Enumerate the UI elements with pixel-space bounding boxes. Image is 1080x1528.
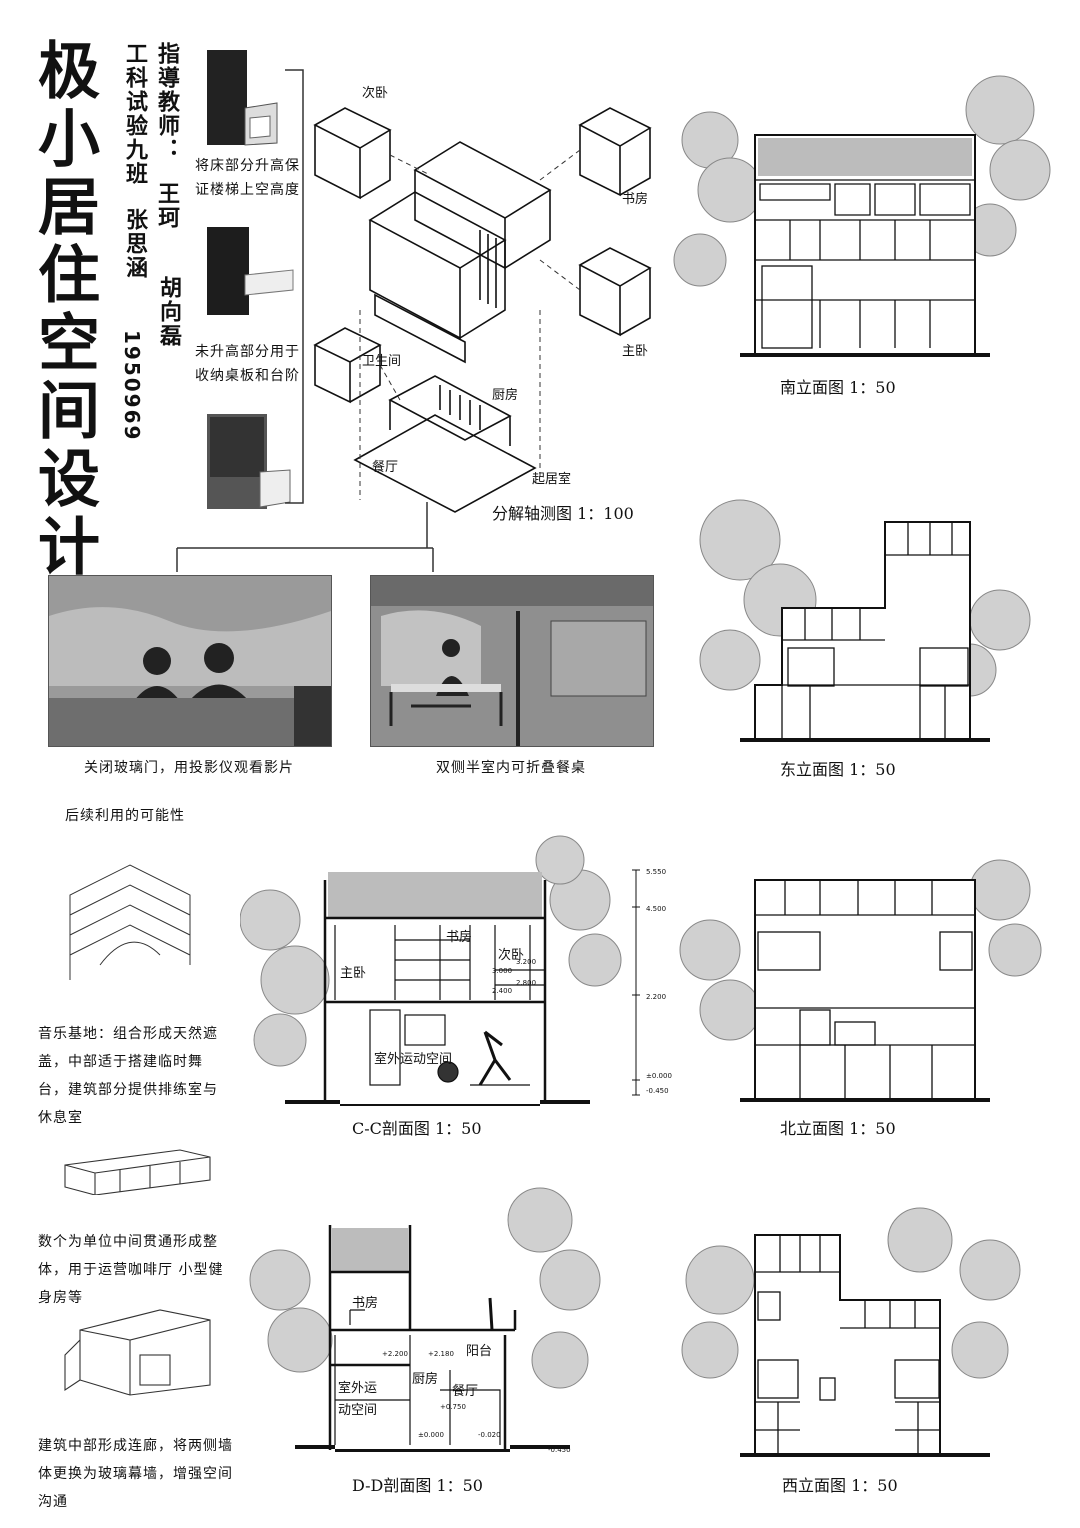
axon-label-master: 主卧 (622, 344, 649, 359)
photo-connector (176, 502, 434, 572)
cc-level-4: 2.400 (492, 987, 513, 995)
dd-label-dining: 餐厅 (452, 1384, 479, 1399)
photo-caption-2: 双侧半室内可折叠餐桌 (436, 760, 586, 776)
student-id: 1950969 (120, 330, 144, 442)
cc-level-3: 2.800 (516, 979, 537, 987)
west-elevation-caption: 西立面图 1：50 (782, 1476, 898, 1495)
east-elevation-caption: 东立面图 1：50 (780, 760, 896, 779)
dim-h5: -0.450 (646, 1087, 669, 1095)
north-elevation (679, 859, 1042, 1102)
dd-section (249, 1187, 601, 1452)
render-photo-dining (370, 575, 654, 747)
dim-h3: 2.200 (646, 993, 667, 1001)
models-bracket (285, 69, 304, 504)
dd-label-kitchen: 厨房 (412, 1372, 439, 1387)
axon-label-secondary: 次卧 (362, 86, 389, 101)
height-dimension-line (632, 869, 640, 1096)
student-1: 胡向磊 (156, 276, 181, 348)
cc-label-outdoor: 室外运动空间 (374, 1052, 453, 1067)
advisor-label: 指導教师： (154, 42, 179, 162)
reuse-sketch-music (69, 864, 191, 980)
west-elevation (681, 1207, 1021, 1457)
student-2: 张思涵 (122, 208, 147, 280)
dd-level-3: +0.750 (440, 1403, 466, 1411)
cc-label-master: 主卧 (340, 966, 367, 981)
dd-label-study: 书房 (352, 1296, 379, 1311)
model-photo-2 (205, 225, 295, 320)
reuse-text-3: 建筑中部形成连廊，将两侧墙体更换为玻璃幕墙，增强空间沟通 (38, 1438, 233, 1510)
advisor-name: 王珂 (154, 182, 179, 230)
reuse-heading: 后续利用的可能性 (65, 808, 185, 824)
cc-label-secondary: 次卧 (498, 948, 525, 963)
reuse-sketch-corridor (64, 1309, 211, 1396)
class-name: 工科试验九班 (122, 42, 147, 186)
axon-label-living: 起居室 (532, 472, 572, 487)
axon-caption: 分解轴测图 1：100 (492, 504, 634, 523)
photo-caption-1: 关闭玻璃门，用投影仪观看影片 (84, 760, 294, 776)
axon-label-kitchen: 厨房 (492, 388, 519, 403)
dd-level-5: -0.020 (478, 1431, 501, 1439)
model-photo-3 (205, 412, 295, 512)
dd-label-outdoor: 室外运动空间 (338, 1381, 378, 1418)
cc-level-1: 3.200 (516, 958, 537, 966)
axon-label-study: 书房 (622, 192, 649, 207)
dim-h4: ±0.000 (646, 1072, 672, 1080)
reuse-text-1: 音乐基地：组合形成天然遮盖，中部适于搭建临时舞台，建筑部分提供排练室与休息室 (38, 1026, 218, 1126)
dd-level-6: -0.450 (548, 1446, 571, 1454)
dd-section-caption: D-D剖面图 1：50 (352, 1476, 483, 1495)
cc-section-caption: C-C剖面图 1：50 (352, 1119, 482, 1138)
model-note-1: 将床部分升高保证楼梯上空高度 (195, 158, 300, 198)
axon-drawing (313, 107, 652, 513)
north-elevation-caption: 北立面图 1：50 (780, 1119, 896, 1138)
cc-section (240, 835, 622, 1106)
cc-level-2: 3.000 (492, 967, 513, 975)
axon-label-dining: 餐厅 (372, 460, 399, 475)
south-elevation-caption: 南立面图 1：50 (780, 378, 896, 397)
reuse-sketch-cafe (64, 1149, 211, 1195)
model-note-2: 未升高部分用于收纳桌板和台阶 (195, 344, 300, 384)
east-elevation (699, 499, 1031, 742)
dd-level-2: +2.180 (428, 1350, 454, 1358)
dim-h2: 4.500 (646, 905, 667, 913)
south-elevation (673, 75, 1051, 357)
model-photo-1 (205, 48, 280, 148)
axon-label-bathroom: 卫生间 (362, 354, 402, 369)
dd-level-4: ±0.000 (418, 1431, 444, 1439)
dim-h1: 5.550 (646, 868, 667, 876)
cc-label-study: 书房 (446, 930, 473, 945)
page-title: 极小居住空间设计 (27, 38, 100, 582)
reuse-text-2: 数个为单位中间贯通形成整体，用于运营咖啡厅 小型健身房等 (38, 1234, 224, 1306)
render-photo-projector (48, 575, 332, 747)
dd-label-balcony: 阳台 (466, 1344, 493, 1359)
dd-level-1: +2.200 (382, 1350, 408, 1358)
